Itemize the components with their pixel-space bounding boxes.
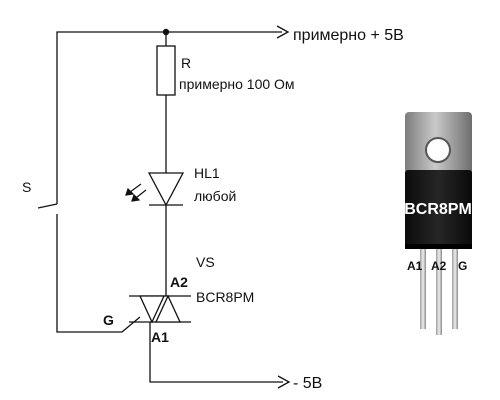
- triac-name: VS: [196, 254, 215, 270]
- light-rays-icon: [125, 183, 147, 202]
- gate-wire: [56, 214, 141, 333]
- triac-triangle-down: [138, 295, 166, 324]
- led-type: любой: [194, 188, 236, 204]
- photo-pin-a2: A2: [431, 259, 447, 273]
- resistor-symbol: [156, 45, 176, 96]
- junction-dot: [162, 28, 170, 36]
- photo-pin-a1: A1: [407, 259, 423, 273]
- switch-label: S: [22, 179, 31, 195]
- triac-pin-a1: A1: [151, 329, 169, 345]
- triac-model: BCR8PM: [196, 289, 254, 305]
- lead-g: [452, 249, 458, 329]
- package-body: [405, 170, 472, 249]
- resistor-value: примерно 100 Ом: [179, 76, 295, 92]
- triac-pin-g: G: [103, 312, 114, 328]
- resistor-name: R: [181, 55, 191, 71]
- switch-lever: [37, 203, 58, 209]
- wires: [37, 25, 291, 389]
- photo-pin-g: G: [458, 259, 467, 273]
- led-name: HL1: [194, 165, 220, 181]
- component-photo: [405, 112, 472, 335]
- bottom-rail-arrow: [277, 375, 291, 389]
- top-rail-arrow: [276, 25, 290, 39]
- bottom-rail-label: - 5В: [293, 375, 322, 392]
- triac-symbol: [129, 294, 191, 324]
- package-marking: BCR8PM: [404, 201, 472, 218]
- top-rail-wire: [56, 31, 282, 204]
- package-bottom-edge: [405, 244, 472, 249]
- mounting-hole: [425, 137, 451, 163]
- lead-a2: [436, 249, 442, 335]
- triac-triangle-up: [154, 294, 182, 323]
- led-symbol: [147, 172, 185, 207]
- triac-pin-a2: A2: [170, 274, 188, 290]
- top-rail-label: примерно + 5В: [293, 27, 404, 44]
- bottom-rail-wire: [149, 322, 283, 383]
- lead-a1: [420, 249, 426, 329]
- led-triangle: [147, 172, 185, 207]
